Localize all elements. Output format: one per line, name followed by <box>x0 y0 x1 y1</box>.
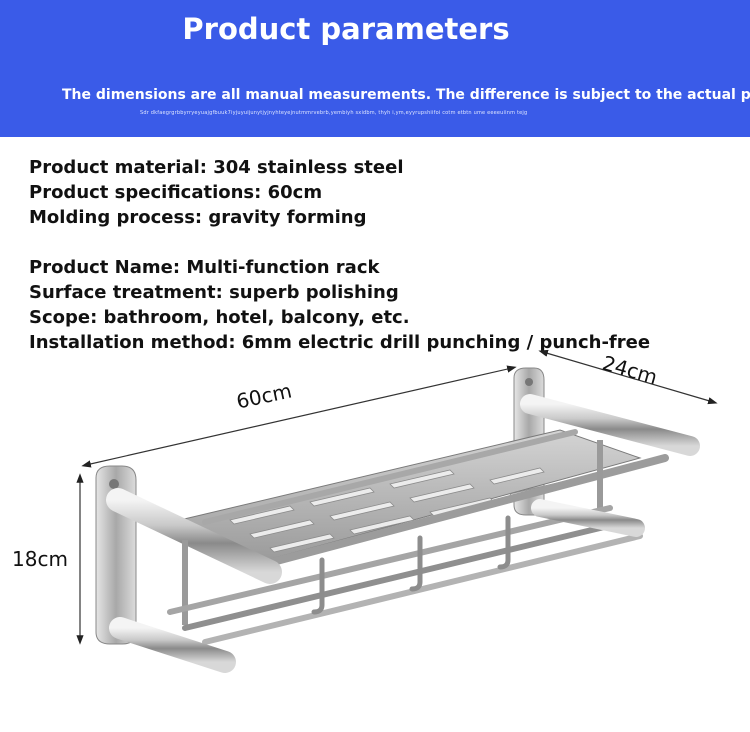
towel-rail-1 <box>167 505 613 615</box>
towel-rail-3 <box>202 533 643 645</box>
banner-subtitle: The dimensions are all manual measuremen… <box>62 87 750 103</box>
height-label: 18cm <box>12 547 68 571</box>
length-dimension-line <box>81 365 517 468</box>
depth-dimension-line <box>538 349 718 405</box>
hooks <box>311 515 511 615</box>
spec-installation-method: Installation method: 6mm electric drill … <box>29 332 651 353</box>
banner-fine-print: Sdr dkfaegrgrbbyrryeyuajgfbuuk7iyjuyuiju… <box>140 110 528 116</box>
spec-surface-treatment: Surface treatment: superb polishing <box>29 282 399 303</box>
upper-tray <box>178 429 642 563</box>
upper-front-rail <box>246 454 669 572</box>
spec-material: Product material: 304 stainless steel <box>29 157 404 178</box>
page-title: Product parameters <box>182 12 510 46</box>
spec-product-name: Product Name: Multi-function rack <box>29 257 380 278</box>
right-plate-screw-icon <box>525 378 533 386</box>
spec-specifications: Product specifications: 60cm <box>29 182 323 203</box>
left-top-bar <box>106 488 282 584</box>
header-banner: Product parameters The dimensions are al… <box>0 0 750 137</box>
spec-molding-process: Molding process: gravity forming <box>29 207 367 228</box>
spec-scope: Scope: bathroom, hotel, balcony, etc. <box>29 307 410 328</box>
left-bottom-bar <box>109 617 236 673</box>
right-bottom-bar <box>531 499 645 537</box>
towel-rail-2 <box>182 519 628 631</box>
upper-back-rail <box>202 429 578 525</box>
spec-list: Product material: 304 stainless steel Pr… <box>29 155 650 355</box>
right-top-bar <box>520 394 700 456</box>
left-plate-screw-icon <box>109 479 119 489</box>
